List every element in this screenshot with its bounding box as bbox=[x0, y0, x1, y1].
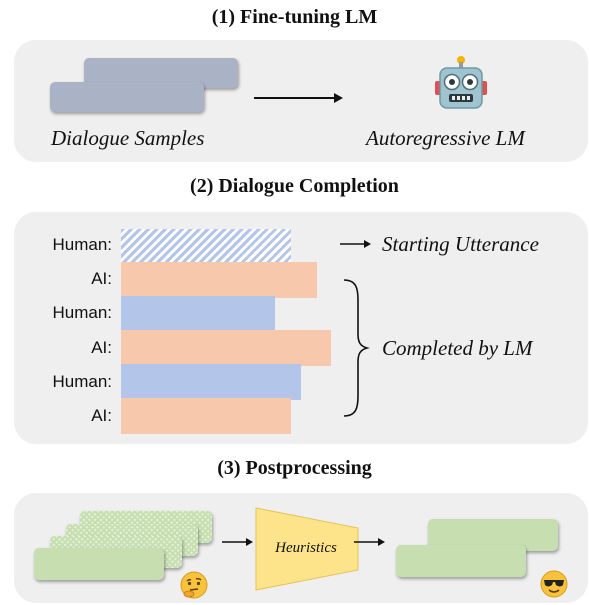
completion-panel: Human: AI: Human: AI: Human: AI: Startin… bbox=[14, 212, 588, 444]
postprocess-arrow-in bbox=[222, 538, 253, 546]
robot-icon bbox=[435, 56, 487, 109]
human-utterance-bar bbox=[121, 296, 275, 332]
speaker-label-human: Human: bbox=[52, 235, 112, 254]
finetune-panel: Dialogue Samples Autoregressive LM bbox=[14, 40, 588, 162]
cool-face-icon bbox=[540, 570, 568, 598]
speaker-label-ai: AI: bbox=[91, 269, 112, 288]
speaker-label-ai: AI: bbox=[91, 338, 112, 357]
dialogue-samples-label: Dialogue Samples bbox=[51, 126, 205, 150]
heuristics-filter bbox=[255, 507, 359, 591]
completed-by-lm-label: Completed by LM bbox=[382, 336, 533, 360]
starting-utterance-arrow bbox=[340, 240, 371, 248]
filtered-dialogue-card-front bbox=[396, 545, 526, 577]
human-utterance-bar bbox=[121, 364, 301, 400]
finetune-arrow bbox=[254, 93, 343, 103]
speaker-label-human: Human: bbox=[52, 372, 112, 391]
section-title-postprocessing: (3) Postprocessing bbox=[217, 457, 372, 479]
dialogue-sample-card-front bbox=[50, 82, 204, 112]
postprocessing-panel: Heuristics bbox=[14, 493, 588, 603]
postprocess-arrow-out bbox=[354, 538, 385, 546]
heuristics-label: Heuristics bbox=[275, 540, 337, 556]
section-title-completion: (2) Dialogue Completion bbox=[190, 175, 399, 197]
curly-brace bbox=[343, 279, 370, 417]
starting-utterance-bar bbox=[121, 229, 291, 265]
ai-utterance-bar bbox=[121, 262, 317, 298]
starting-utterance-label: Starting Utterance bbox=[382, 232, 539, 256]
speaker-label-ai: AI: bbox=[91, 406, 112, 425]
raw-dialogue-card-front bbox=[34, 548, 164, 580]
autoregressive-lm-label: Autoregressive LM bbox=[366, 126, 525, 150]
thinking-face-icon bbox=[180, 571, 208, 599]
ai-utterance-bar bbox=[121, 330, 331, 366]
section-title-finetune: (1) Fine-tuning LM bbox=[211, 6, 378, 28]
ai-utterance-bar bbox=[121, 398, 291, 434]
speaker-label-human: Human: bbox=[52, 303, 112, 322]
